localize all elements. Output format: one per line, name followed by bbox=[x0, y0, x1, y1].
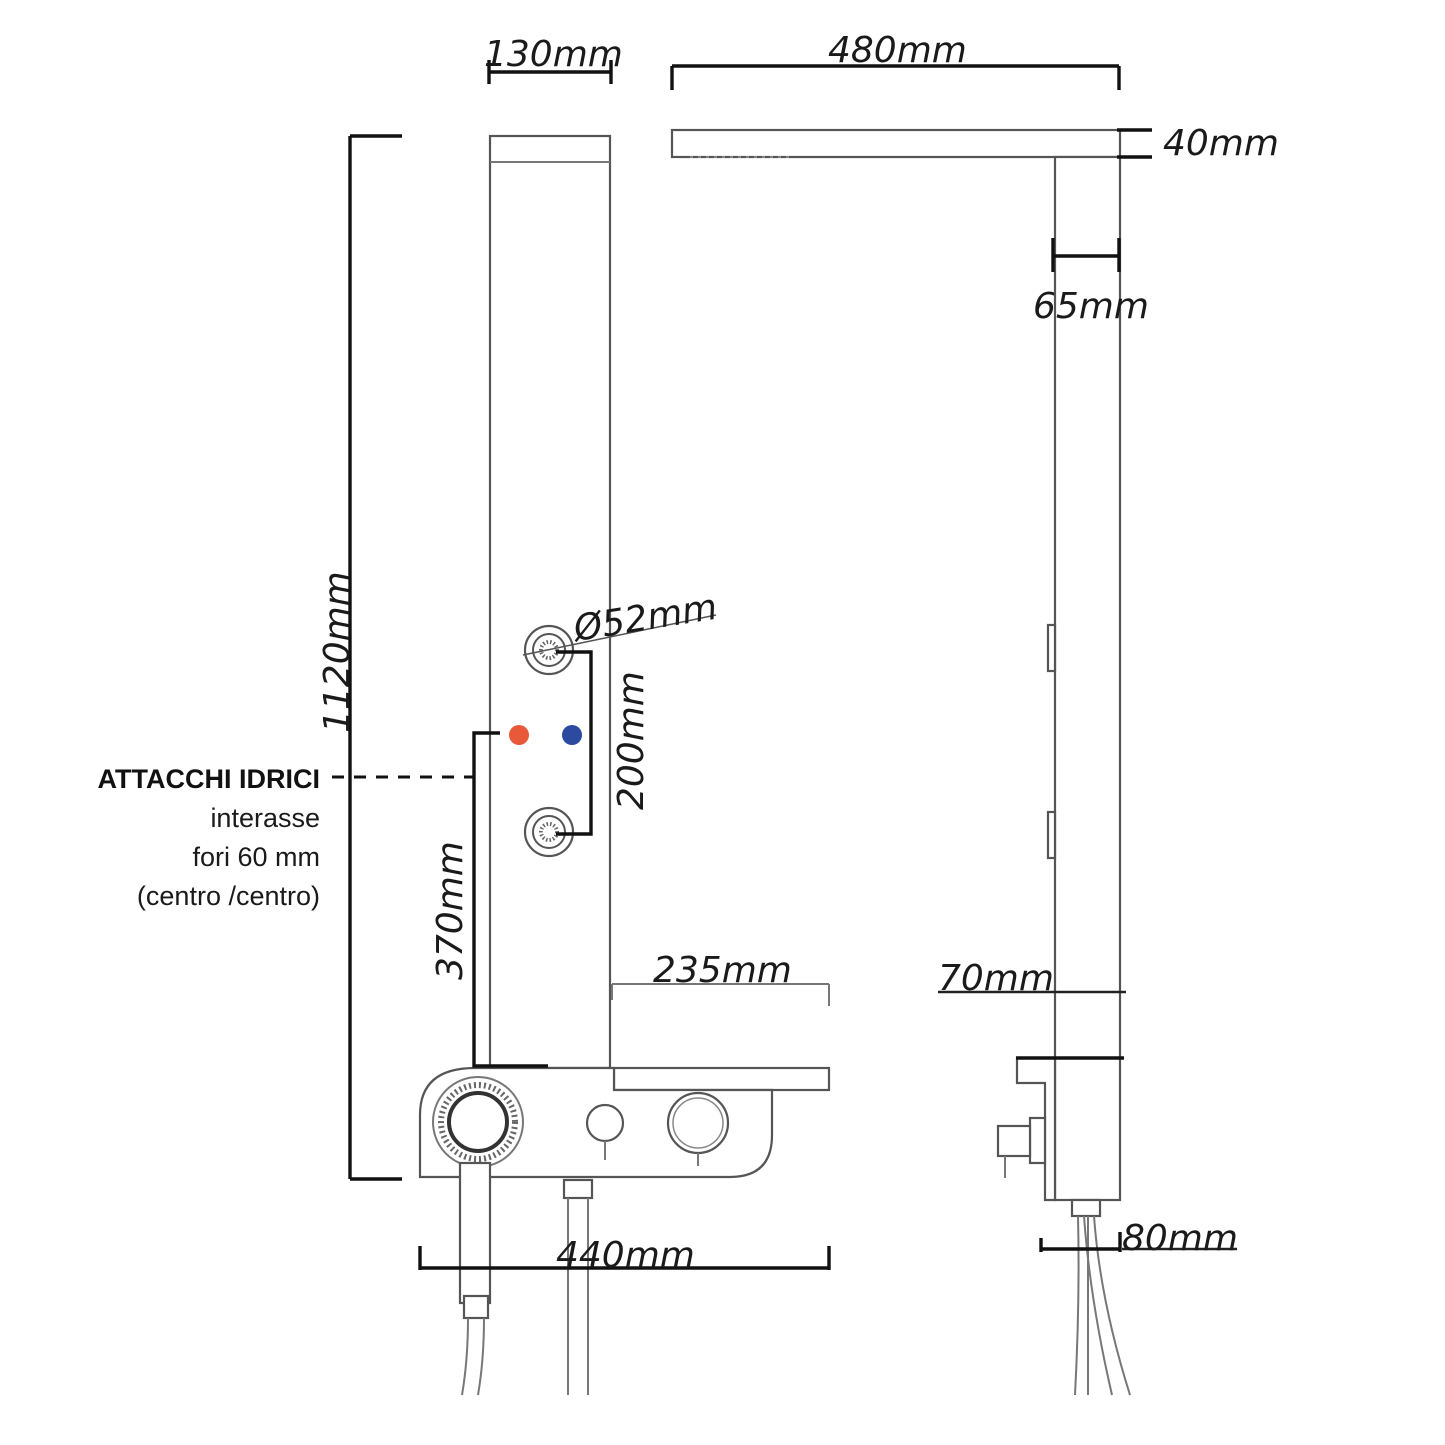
front-column bbox=[488, 134, 612, 1070]
dim-width-column: 130mm bbox=[484, 34, 623, 75]
inlet-connector bbox=[562, 1178, 594, 1200]
mixer-knob bbox=[666, 1091, 730, 1155]
note-line-1: interasse bbox=[210, 803, 320, 833]
handshower-connector bbox=[462, 1294, 490, 1320]
side-shower-head bbox=[670, 128, 1122, 159]
dim-nozzle-spacing: 200mm bbox=[611, 671, 652, 810]
mixer-knob-inner bbox=[672, 1097, 724, 1149]
side-jet-upper bbox=[1046, 623, 1057, 673]
dim-shelf-width: 235mm bbox=[653, 950, 792, 991]
handshower-ring-dotted bbox=[438, 1082, 518, 1162]
front-shelf bbox=[612, 1066, 831, 1092]
water-connections-note: ATTACCHI IDRICI interasse fori 60 mm (ce… bbox=[98, 764, 320, 911]
side-jet-lower bbox=[1046, 810, 1057, 860]
dim-total-height: 1120mm bbox=[317, 571, 358, 733]
note-line-3: (centro /centro) bbox=[137, 881, 320, 911]
dim-base-width: 440mm bbox=[556, 1235, 695, 1276]
dimension-labels: 130mm 480mm 40mm 65mm 1120mm Ø52mm 200mm… bbox=[317, 30, 1279, 1276]
hose-1b bbox=[477, 1317, 485, 1396]
dim-shelf-depth: 70mm bbox=[938, 958, 1054, 999]
dim-head-thickness: 40mm bbox=[1163, 123, 1279, 164]
side-view bbox=[670, 128, 1131, 1396]
side-knob-mount bbox=[1028, 1116, 1047, 1165]
note-line-2: fori 60 mm bbox=[192, 842, 320, 872]
dim-base-depth: 80mm bbox=[1122, 1218, 1238, 1259]
side-knob bbox=[996, 1124, 1032, 1158]
dimension-lines bbox=[332, 60, 1237, 1270]
hose-1a bbox=[461, 1317, 469, 1396]
note-title: ATTACCHI IDRICI bbox=[98, 764, 320, 794]
dim-column-depth: 65mm bbox=[1033, 286, 1149, 327]
body-jet-lower bbox=[523, 806, 575, 858]
side-hose-a bbox=[1074, 1215, 1080, 1396]
dim-width-head: 480mm bbox=[828, 30, 967, 71]
front-view bbox=[418, 134, 831, 1396]
hot-water-connection-dot bbox=[509, 725, 529, 745]
side-hose-b bbox=[1093, 1215, 1131, 1396]
cold-water-connection-dot bbox=[562, 725, 582, 745]
side-column bbox=[1053, 155, 1122, 1202]
side-hose-c bbox=[1083, 1215, 1113, 1396]
side-connector bbox=[1070, 1198, 1102, 1218]
diverter-knob bbox=[585, 1103, 625, 1143]
handshower-head bbox=[447, 1091, 509, 1153]
handshower-handle bbox=[458, 1161, 492, 1305]
dim-connection-height: 370mm bbox=[430, 841, 471, 980]
